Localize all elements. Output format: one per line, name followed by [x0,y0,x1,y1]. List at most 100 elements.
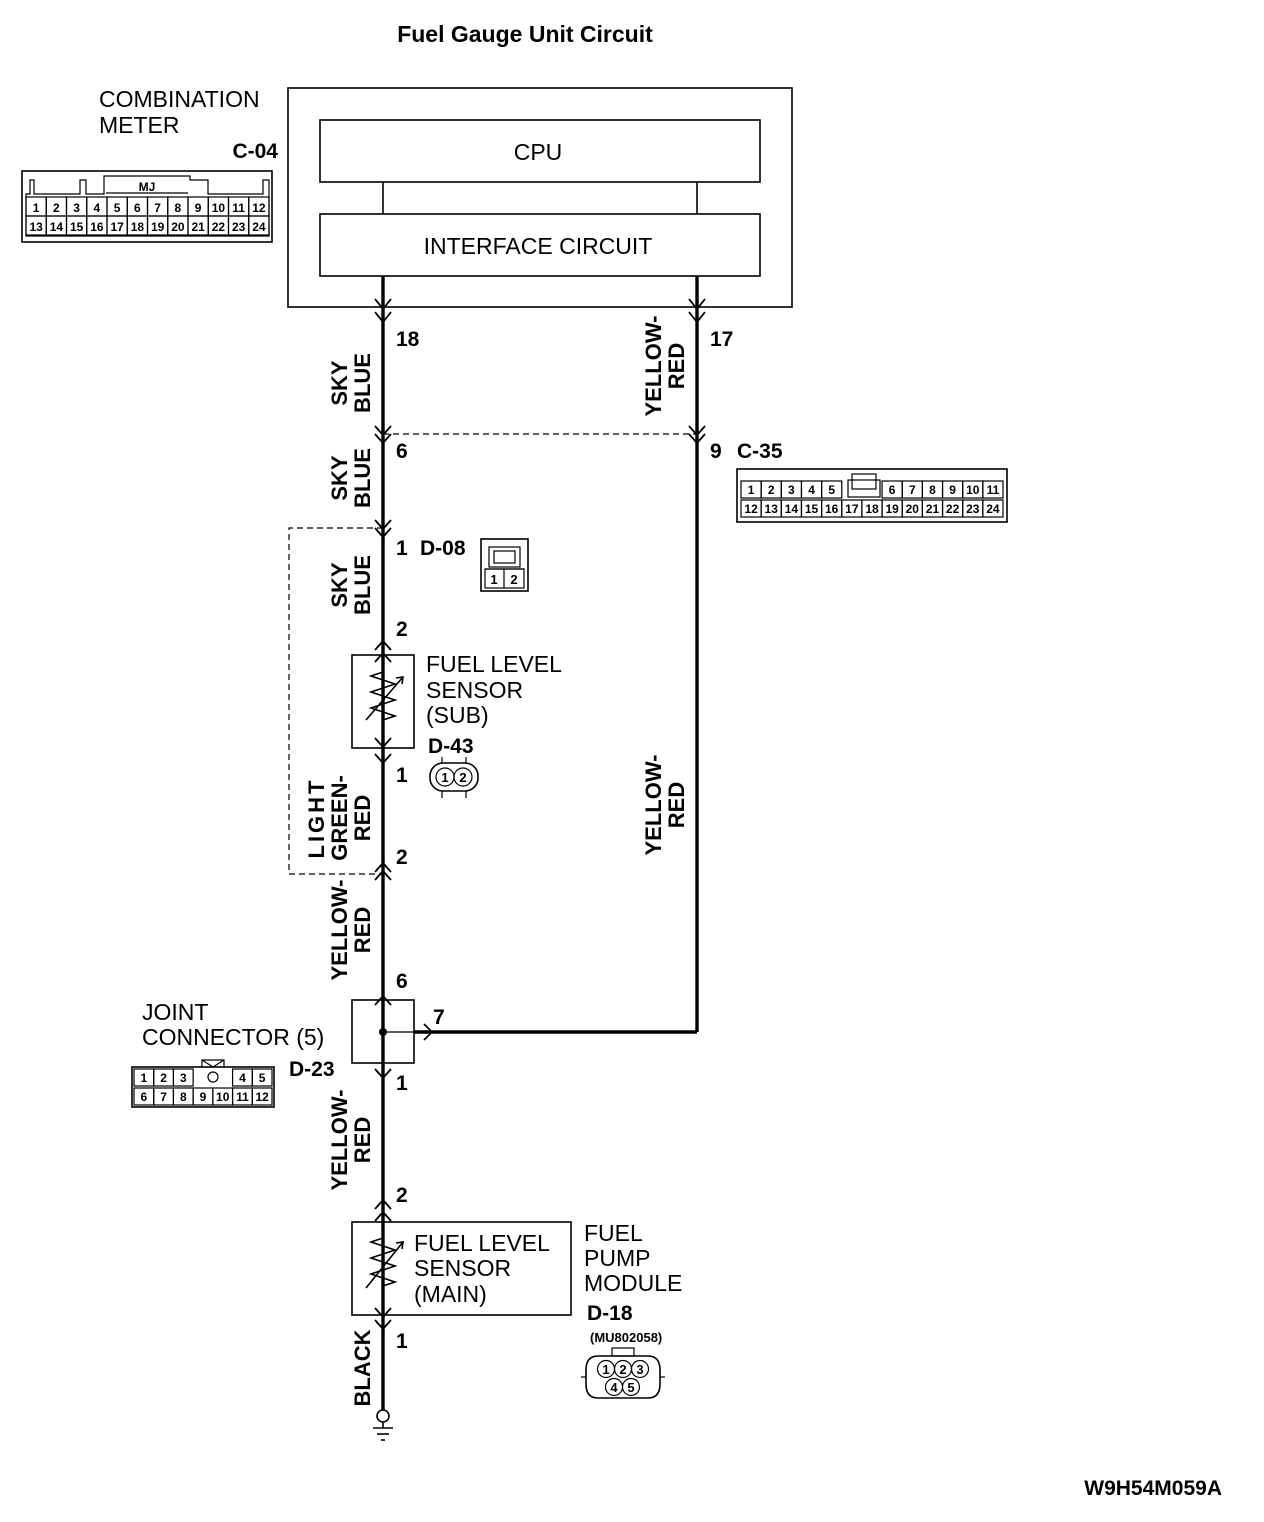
d23-pin-6: 6 [141,1090,148,1104]
pin-joint-7: 7 [433,1006,445,1029]
pin-joint-6: 6 [396,970,408,993]
c04-pin-15: 15 [70,220,84,234]
svg-text:BLUE: BLUE [350,353,375,413]
d23-pin-12: 12 [255,1090,269,1104]
c04-pin-13: 13 [29,220,43,234]
diagram-title: Fuel Gauge Unit Circuit [397,21,653,47]
svg-text:RED: RED [350,795,375,841]
wire-label-yellow-red-3: YELLOW- RED [327,880,375,981]
c04-pin-22: 22 [212,220,226,234]
pin-c35-9: 9 [710,440,722,463]
c04-pin-4: 4 [94,201,101,215]
svg-text:YELLOW-: YELLOW- [641,316,666,417]
c04-pin-24: 24 [252,220,266,234]
svg-text:SKY: SKY [327,455,352,501]
sub-sensor-label-1: FUEL LEVEL [426,651,562,677]
joint-splice-dot [379,1028,387,1036]
c04-pin-19: 19 [151,220,165,234]
combination-meter-label-2: METER [99,112,180,138]
c04-pin-8: 8 [175,201,182,215]
wire-label-sky-blue-3: SKY BLUE [327,555,375,615]
c35-pin-2: 2 [768,483,775,497]
pin-d08-2: 2 [396,618,408,641]
c35-pin-7: 7 [909,483,916,497]
d23-pin-7: 7 [160,1090,167,1104]
main-sensor-box [351,1221,572,1316]
c04-pin-6: 6 [134,201,141,215]
c35-pin-4: 4 [808,483,815,497]
d18-pin-3: 3 [636,1362,643,1377]
c04-pin-23: 23 [232,220,246,234]
c35-pin-23: 23 [966,502,980,516]
ground-symbol [373,1409,393,1441]
main-sensor-resistor [368,1222,398,1315]
svg-text:RED: RED [664,343,689,389]
svg-text:GREEN-: GREEN- [327,775,352,861]
d23-pin-11: 11 [236,1090,249,1104]
svg-text:RED: RED [664,782,689,828]
c04-pin-3: 3 [73,201,80,215]
c35-pin-21: 21 [926,502,940,516]
svg-text:SKY: SKY [327,562,352,608]
c35-pin-16: 16 [825,502,839,516]
d23-pin-3: 3 [180,1071,187,1085]
interface-circuit-box [319,213,761,277]
c04-pin-11: 11 [232,201,245,215]
c04-pin-12: 12 [252,201,266,215]
pin-main-2: 2 [396,1184,408,1207]
c04-pin-21: 21 [191,220,205,234]
cpu-box [319,119,761,183]
main-sensor-variable-arrow [365,1241,404,1289]
interface-circuit-label: INTERFACE CIRCUIT [424,233,653,259]
c35-pin-24: 24 [986,502,1000,516]
svg-text:BLUE: BLUE [350,448,375,508]
d23-pin-5: 5 [259,1071,266,1085]
connector-d43-face: 1 2 [429,757,479,798]
d43-pin-2: 2 [459,770,466,785]
sub-sensor-variable-arrow [365,676,404,721]
combination-meter-box [287,87,793,308]
d23-pin-9: 9 [200,1090,207,1104]
figure-code: W9H54M059A [1084,1477,1222,1500]
sub-sensor-resistor [368,655,398,748]
d23-pin-2: 2 [160,1071,167,1085]
svg-text:LIGHT: LIGHT [304,778,329,859]
c35-pin-13: 13 [765,502,779,516]
d18-pin-4: 4 [610,1380,618,1395]
c04-pin-1: 1 [33,201,40,215]
sub-sensor-label-3: (SUB) [426,702,489,728]
c35-pin-11: 11 [987,483,1000,497]
svg-text:YELLOW-: YELLOW- [641,755,666,856]
pin-d08-1: 1 [396,537,408,560]
d18-pin-1: 1 [602,1362,609,1377]
connector-d23-code: D-23 [289,1058,335,1081]
c35-pin-8: 8 [929,483,936,497]
c35-pin-19: 19 [885,502,899,516]
c35-pin-10: 10 [966,483,980,497]
d08-pin-2: 2 [510,572,517,587]
c35-pin-6: 6 [889,483,896,497]
c04-pin-9: 9 [195,201,202,215]
main-sensor-label-3: (MAIN) [414,1281,487,1307]
joint-label-1: JOINT [142,999,208,1025]
wire-label-black: BLACK [350,1329,375,1406]
c04-pin-18: 18 [131,220,145,234]
pump-module-label-1: FUEL [584,1220,643,1246]
connector-c35-code: C-35 [737,440,783,463]
c35-pin-12: 12 [744,502,758,516]
d23-pin-4: 4 [239,1071,246,1085]
c35-pin-15: 15 [805,502,819,516]
c04-pin-16: 16 [90,220,104,234]
wire-label-light-green-red: LIGHT GREEN- RED [304,775,375,861]
connector-d18-part-number: (MU802058) [590,1330,662,1345]
connector-d18-face: 1 2 3 4 5 [581,1347,665,1399]
combination-meter-label-1: COMBINATION [99,86,260,112]
connector-d08-face: 1 2 [480,538,529,592]
c35-pin-5: 5 [828,483,835,497]
c04-pin-10: 10 [212,201,226,215]
wire-label-yellow-red-2: YELLOW- RED [641,755,689,856]
pin-joint-1: 1 [396,1072,408,1095]
